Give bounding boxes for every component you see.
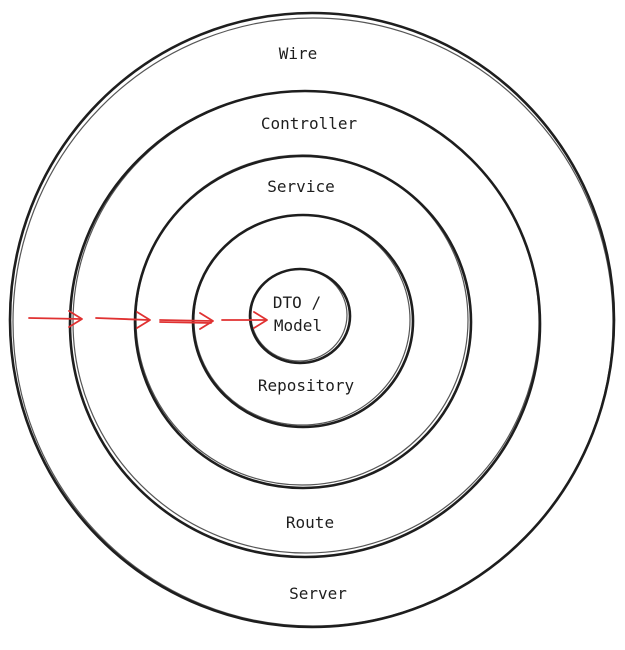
layer-label-dto-line2: Model — [274, 316, 322, 335]
third-ring — [133, 154, 473, 490]
layer-label-server: Server — [289, 584, 347, 603]
layer-label-route: Route — [286, 513, 334, 532]
second-ring-echo — [72, 90, 540, 554]
arrows-group — [28, 310, 268, 330]
layer-label-repository: Repository — [258, 376, 355, 395]
layer-label-dto-line1: DTO / — [273, 293, 321, 312]
layer-label-service: Service — [267, 177, 334, 196]
layer-label-wire: Wire — [279, 44, 318, 63]
arrow-1 — [28, 310, 83, 328]
inner-ring-echo — [250, 268, 348, 362]
outer-ring — [8, 11, 616, 629]
arrow-2 — [95, 311, 151, 329]
outer-ring-echo — [12, 17, 614, 627]
arrow-3 — [159, 312, 214, 330]
arrow-4 — [221, 311, 268, 329]
layer-label-controller: Controller — [261, 114, 358, 133]
rings-group — [8, 11, 616, 629]
